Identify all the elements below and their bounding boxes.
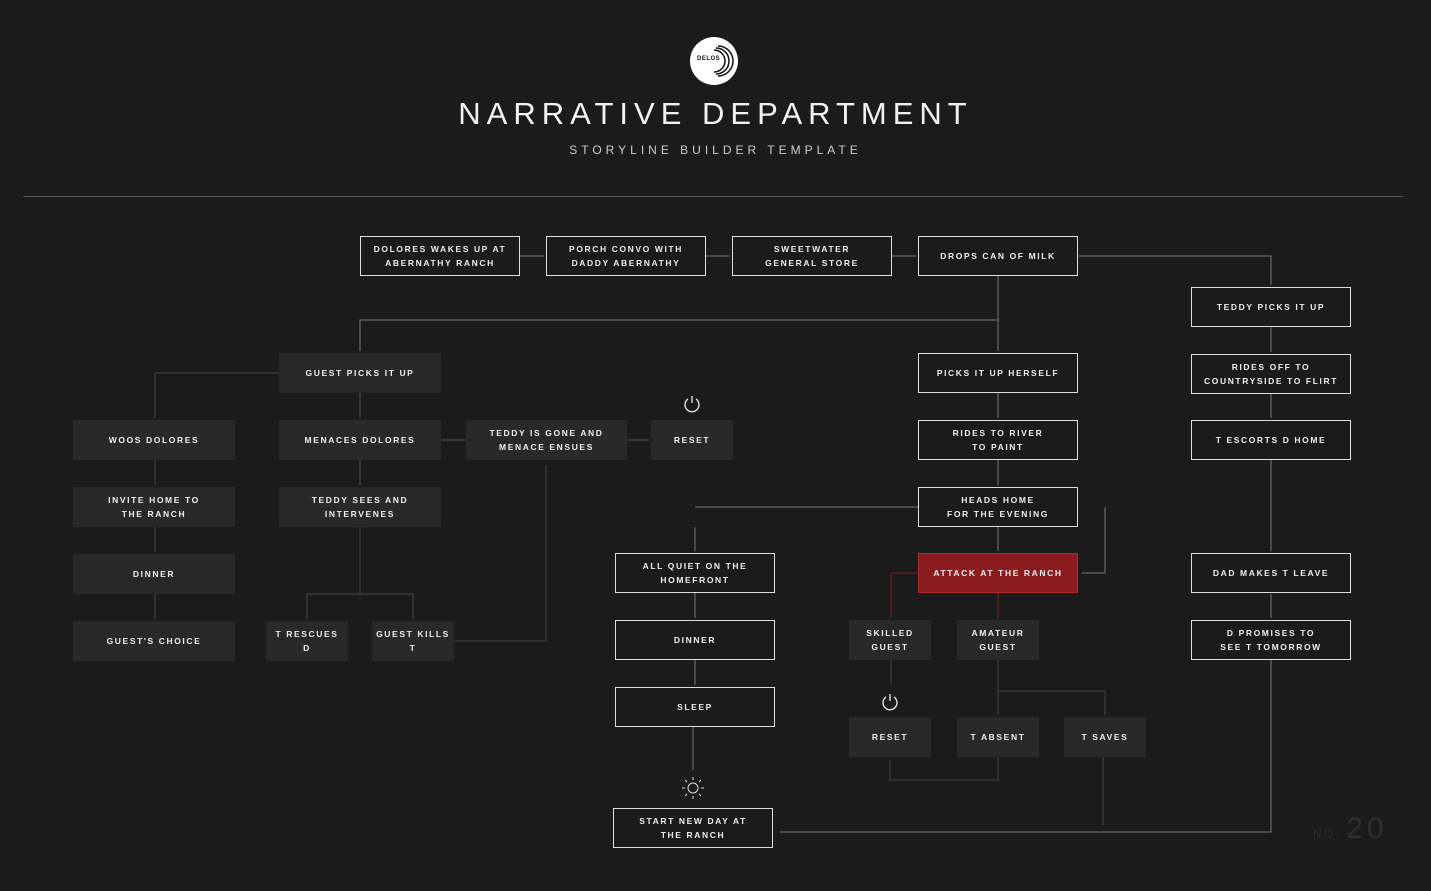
node-start-new-day[interactable]: START NEW DAY AT THE RANCH: [613, 808, 773, 848]
node-woos[interactable]: WOOS DOLORES: [73, 420, 235, 460]
node-teddy-picks[interactable]: TEDDY PICKS IT UP: [1191, 287, 1351, 327]
page-number: NO. 20: [1313, 812, 1388, 846]
node-menaces[interactable]: MENACES DOLORES: [279, 420, 441, 460]
node-t-saves[interactable]: T SAVES: [1064, 717, 1146, 757]
page-subtitle: STORYLINE BUILDER TEMPLATE: [569, 143, 862, 157]
divider: [23, 196, 1403, 197]
node-t-absent[interactable]: T ABSENT: [957, 717, 1039, 757]
node-teddy-gone[interactable]: TEDDY IS GONE AND MENACE ENSUES: [466, 420, 627, 460]
node-t-escorts[interactable]: T ESCORTS D HOME: [1191, 420, 1351, 460]
node-reset2[interactable]: RESET: [849, 717, 931, 757]
node-rides-river[interactable]: RIDES TO RIVER TO PAINT: [918, 420, 1078, 460]
node-guests-choice[interactable]: GUEST'S CHOICE: [73, 621, 235, 661]
node-guest-kills[interactable]: GUEST KILLS T: [372, 621, 454, 661]
node-t-rescues[interactable]: T RESCUES D: [266, 621, 348, 661]
page-title: NARRATIVE DEPARTMENT: [458, 96, 973, 131]
sun-icon: [681, 776, 705, 805]
node-attack[interactable]: ATTACK AT THE RANCH: [918, 553, 1078, 593]
page-number-value: 20: [1346, 812, 1388, 845]
node-dinner2[interactable]: DINNER: [615, 620, 775, 660]
node-skilled[interactable]: SKILLED GUEST: [849, 620, 931, 660]
node-all-quiet[interactable]: ALL QUIET ON THE HOMEFRONT: [615, 553, 775, 593]
node-rides-off[interactable]: RIDES OFF TO COUNTRYSIDE TO FLIRT: [1191, 354, 1351, 394]
node-picks-herself[interactable]: PICKS IT UP HERSELF: [918, 353, 1078, 393]
node-dolores-wakes[interactable]: DOLORES WAKES UP AT ABERNATHY RANCH: [360, 236, 520, 276]
delos-logo: DELOS: [690, 37, 738, 85]
power-icon: [682, 393, 702, 418]
page-number-prefix: NO.: [1313, 827, 1341, 841]
node-amateur[interactable]: AMATEUR GUEST: [957, 620, 1039, 660]
node-porch-convo[interactable]: PORCH CONVO WITH DADDY ABERNATHY: [546, 236, 706, 276]
node-teddy-sees[interactable]: TEDDY SEES AND INTERVENES: [279, 487, 441, 527]
node-d-promises[interactable]: D PROMISES TO SEE T TOMORROW: [1191, 620, 1351, 660]
node-sweetwater[interactable]: SWEETWATER GENERAL STORE: [732, 236, 892, 276]
power-icon: [880, 691, 900, 716]
node-reset1[interactable]: RESET: [651, 420, 733, 460]
node-dinner1[interactable]: DINNER: [73, 554, 235, 594]
node-dad-makes[interactable]: DAD MAKES T LEAVE: [1191, 553, 1351, 593]
node-guest-picks[interactable]: GUEST PICKS IT UP: [279, 353, 441, 393]
node-heads-home[interactable]: HEADS HOME FOR THE EVENING: [918, 487, 1078, 527]
node-sleep[interactable]: SLEEP: [615, 687, 775, 727]
node-drops-milk[interactable]: DROPS CAN OF MILK: [918, 236, 1078, 276]
node-invite[interactable]: INVITE HOME TO THE RANCH: [73, 487, 235, 527]
logo-text: DELOS: [697, 56, 721, 62]
